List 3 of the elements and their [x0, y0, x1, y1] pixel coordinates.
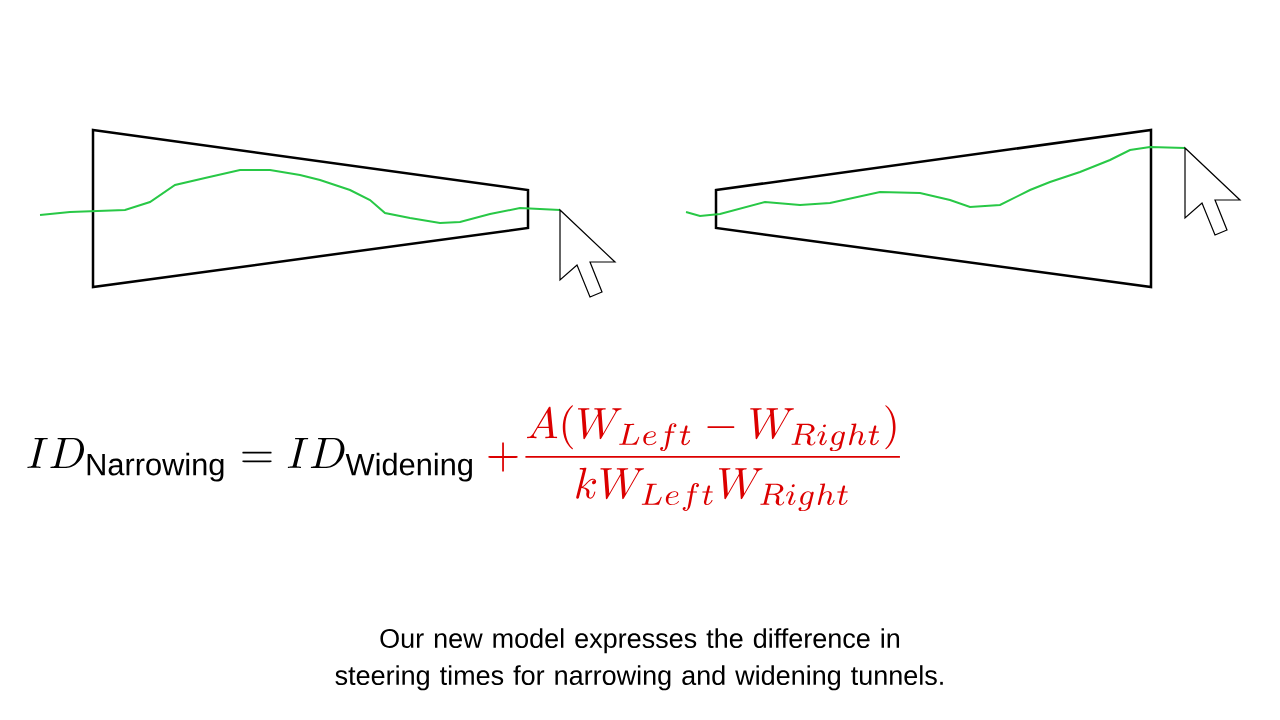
caption: Our new model expresses the difference in steering times for narrowing and widening tunnels.: [335, 628, 943, 691]
formula: $ID_{\mathrm{Narrowing}} = ID_{\mathrm{Widening}}$: [27, 437, 472, 482]
formula: $+\frac{A(W_{Left}-W_{Right})}{kW_{Left}W_{Right}}$: [488, 405, 900, 512]
